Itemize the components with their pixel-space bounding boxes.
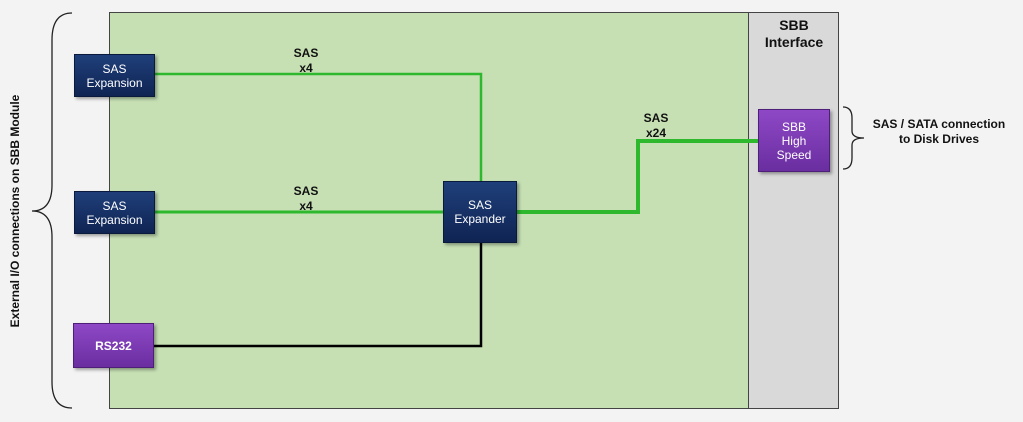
sas-x24-uplink [517, 139, 758, 214]
top-sas-link [155, 72, 483, 181]
external-io-label: External I/O connections on SBB Module [8, 94, 22, 328]
sas-expansion-port-2: SAS Expansion [74, 191, 155, 234]
disk-drive-connection-note: SAS / SATA connection to Disk Drives [872, 117, 1006, 146]
right-brace [842, 106, 865, 170]
uplink-label: SAS x24 [643, 111, 669, 140]
rs232-port: RS232 [73, 323, 154, 368]
sas-expansion-port-1: SAS Expansion [74, 54, 155, 97]
sas-expander-chip: SAS Expander [443, 181, 517, 243]
rs232-link [154, 243, 483, 348]
sbb-interface-title: SBB Interface [764, 17, 824, 50]
sbb-high-speed-connector: SBB High Speed [758, 109, 830, 172]
top-link-label: SAS x4 [293, 46, 319, 75]
left-brace [31, 12, 73, 409]
sbb-interface-panel [749, 12, 839, 409]
middle-link-label: SAS x4 [293, 184, 319, 213]
